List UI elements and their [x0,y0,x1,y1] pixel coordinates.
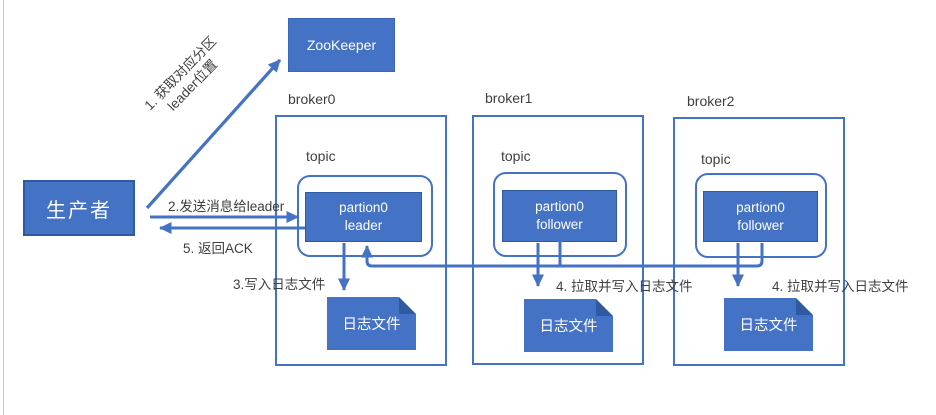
broker2-logfile-shape: 日志文件 [724,298,813,351]
partition-role: leader [344,218,383,233]
producer-label: 生产者 [46,199,112,222]
step4-label-broker1: 4. 拉取并写入日志文件 [556,279,693,294]
partition-name: partion0 [535,199,584,215]
partition-name: partion0 [339,200,388,216]
partition-name: partion0 [736,199,785,215]
broker0-title: broker0 [288,91,336,107]
logfile-label: 日志文件 [539,319,598,335]
partition-role: follower [737,217,784,233]
broker1-logfile-shape: 日志文件 [524,299,613,352]
broker1-topic-label: topic [501,148,531,164]
broker0-logfile-shape: 日志文件 [327,297,416,350]
broker2-container [673,117,845,366]
page-left-border [3,0,4,415]
broker1-title: broker1 [485,90,533,106]
step2-label: 2.发送消息给leader [168,199,285,214]
broker1-container [472,115,644,365]
step1-label: 1. 获取对应分区 leader位置 [141,33,221,114]
partition-role: follower [536,217,583,232]
broker0-topic-label: topic [306,148,336,164]
broker1-partition-follower-box: partion0 follower [502,190,617,242]
broker2-partition-follower-box: partion0 follower [703,191,818,242]
broker0-container [275,115,447,366]
logfile-label: 日志文件 [739,318,798,334]
zookeeper-box: ZooKeeper [288,18,395,72]
step5-label: 5. 返回ACK [183,241,253,256]
broker2-title: broker2 [687,93,735,109]
broker2-topic-label: topic [701,151,731,167]
step3-label: 3.写入日志文件 [233,277,326,292]
step4-label-broker2: 4. 拉取并写入日志文件 [772,279,909,294]
producer-box: 生产者 [23,180,135,236]
zookeeper-label: ZooKeeper [306,37,377,53]
logfile-label: 日志文件 [342,317,401,333]
broker0-partition-leader-box: partion0 leader [305,192,422,242]
